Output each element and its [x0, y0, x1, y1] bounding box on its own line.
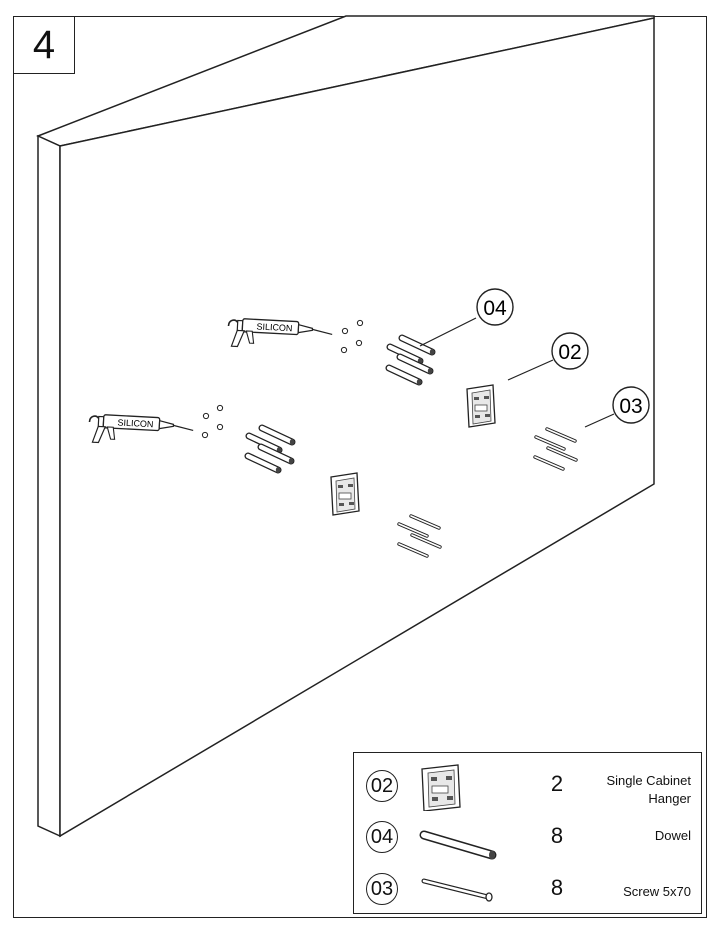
legend-code-circle: 03: [366, 873, 398, 905]
legend-code: 02: [370, 774, 394, 797]
dowel-icon: [419, 830, 497, 860]
legend-qty: 8: [550, 875, 564, 900]
wall-panel-face: [59, 17, 655, 838]
step-number: 4: [13, 16, 75, 74]
wall-panel-side-edge: [37, 134, 61, 838]
legend-name-line1: Single Cabinet: [606, 773, 691, 788]
cabinet-hanger-left: [330, 472, 360, 516]
callout-label-03: 03: [619, 395, 642, 418]
silicone-gun-label: SILICON: [117, 417, 153, 429]
callout-dowel: 04: [419, 288, 514, 347]
legend-name-line1: Dowel: [654, 828, 691, 843]
legend-qty: 2: [550, 771, 564, 796]
drill-holes-lower: [201, 404, 224, 439]
legend-code: 03: [370, 877, 394, 900]
silicone-gun-label: SILICON: [256, 321, 292, 333]
callout-label-04: 04: [483, 297, 507, 320]
cabinet-hanger-right: [466, 384, 496, 428]
silicone-gun-upper: SILICON: [226, 317, 334, 353]
step-number-label: 4: [32, 23, 56, 67]
callout-label-02: 02: [558, 341, 581, 364]
legend-name-line1: Screw 5x70: [623, 884, 691, 899]
parts-legend: 02 2 Single Cabinet Hanger 04 8 Dowel 03: [353, 752, 702, 914]
drill-holes-upper: [340, 319, 364, 354]
screw-icon: [421, 878, 493, 902]
silicone-gun-lower: SILICON: [87, 413, 195, 449]
legend-name-line2: Hanger: [648, 790, 691, 806]
legend-code: 04: [370, 825, 394, 848]
callout-hanger: 02: [507, 332, 589, 381]
callout-screw: 03: [584, 386, 650, 428]
legend-code-circle: 02: [366, 770, 398, 802]
legend-qty: 8: [550, 823, 564, 848]
legend-code-circle: 04: [366, 821, 398, 853]
cabinet-hanger-icon: [421, 764, 461, 811]
legend-name: Screw 5x70: [623, 883, 691, 901]
legend-name: Dowel: [655, 827, 691, 845]
legend-name: Single Cabinet Hanger: [606, 772, 691, 807]
